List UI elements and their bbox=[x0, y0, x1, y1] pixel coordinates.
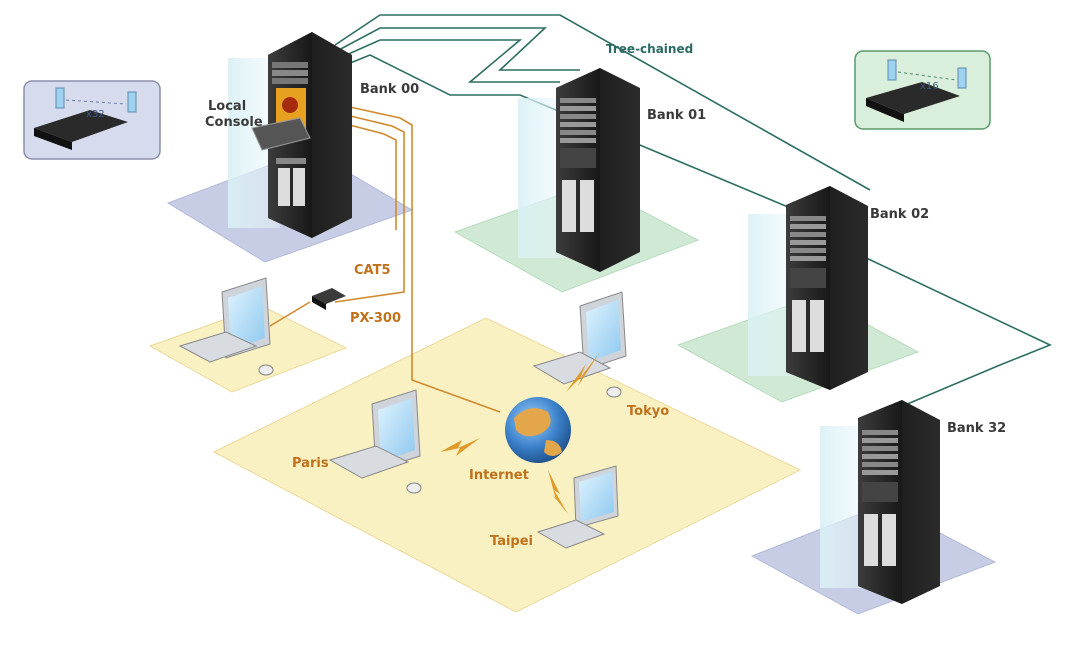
rack-bank02 bbox=[748, 186, 868, 390]
local-console-label-line2: Console bbox=[205, 115, 263, 130]
inset-right-multiplier: x16 bbox=[920, 81, 939, 92]
local-console-label-line1: Local bbox=[208, 99, 246, 114]
tree-chained-label: Tree-chained bbox=[606, 42, 693, 56]
px300-device bbox=[312, 288, 346, 310]
paris-label: Paris bbox=[292, 456, 329, 471]
bank00-label: Bank 00 bbox=[360, 82, 419, 97]
tokyo-label: Tokyo bbox=[627, 404, 669, 419]
inset-left-x32 bbox=[23, 80, 161, 160]
local-workstation bbox=[178, 277, 274, 376]
paris-workstation bbox=[328, 389, 422, 494]
rack-bank32 bbox=[820, 400, 940, 604]
cat5-label: CAT5 bbox=[354, 263, 391, 278]
inset-right-x16 bbox=[854, 50, 991, 130]
bank02-label: Bank 02 bbox=[870, 207, 929, 222]
bank32-label: Bank 32 bbox=[947, 421, 1006, 436]
internet-label: Internet bbox=[469, 468, 529, 483]
internet-globe-icon bbox=[505, 397, 571, 463]
platform-internet bbox=[212, 317, 802, 613]
rack-bank01 bbox=[518, 68, 640, 272]
taipei-laptop bbox=[536, 465, 619, 549]
lightning-icons bbox=[440, 352, 600, 514]
bank01-label: Bank 01 bbox=[647, 108, 706, 123]
px300-label: PX-300 bbox=[350, 311, 401, 326]
rack-bank00 bbox=[228, 32, 352, 238]
taipei-label: Taipei bbox=[490, 534, 533, 549]
tokyo-workstation bbox=[532, 291, 627, 398]
inset-left-multiplier: x32 bbox=[86, 109, 105, 120]
